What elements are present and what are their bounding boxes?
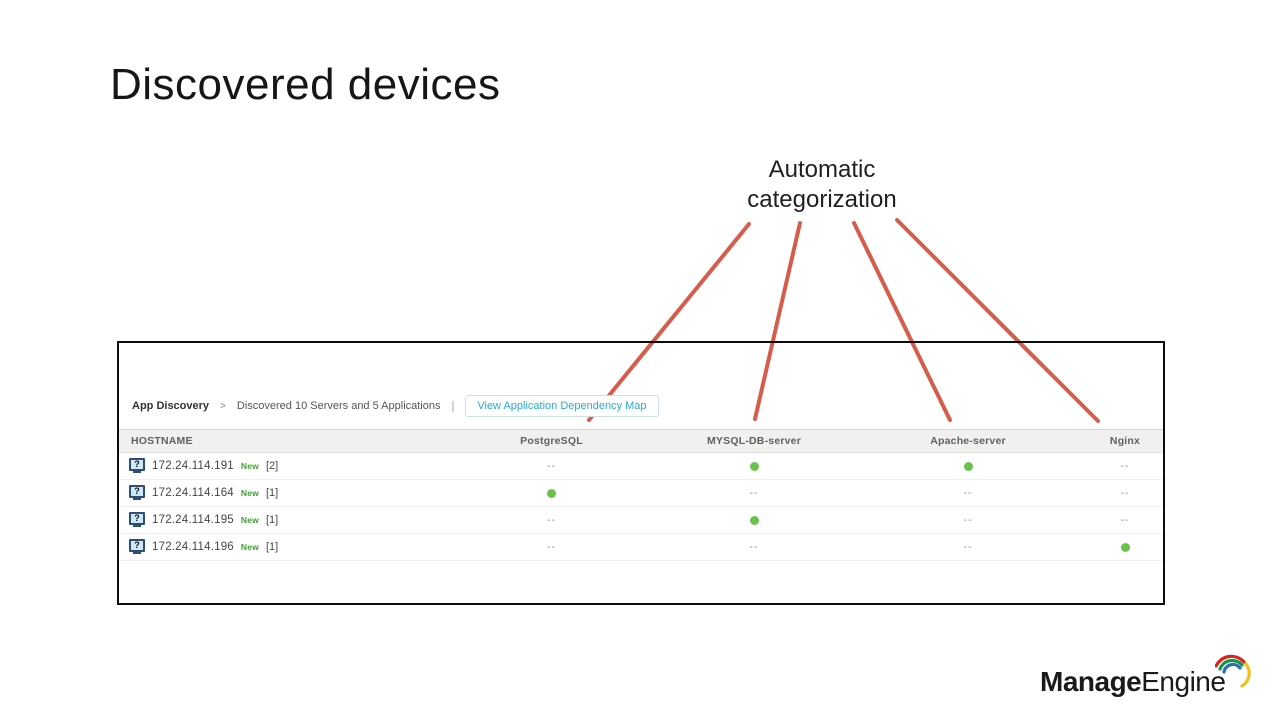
manageengine-swirl-icon <box>1215 654 1252 688</box>
column-header-nginx: Nginx <box>1087 429 1163 453</box>
breadcrumb-app-discovery[interactable]: App Discovery <box>132 400 210 412</box>
app-count: [2] <box>265 460 279 472</box>
app-status: -- <box>1120 488 1130 499</box>
new-badge: New <box>240 488 259 498</box>
app-status <box>547 488 556 498</box>
page-title: Discovered devices <box>110 60 501 109</box>
device-ip[interactable]: 172.24.114.196 <box>152 541 234 553</box>
new-badge: New <box>240 542 259 552</box>
device-ip[interactable]: 172.24.114.195 <box>152 514 234 526</box>
table-row[interactable]: ? 172.24.114.191 New [2] -- -- <box>119 452 1163 480</box>
unknown-device-icon: ? <box>129 512 145 527</box>
hostname-cell: ? 172.24.114.191 New [2] <box>119 452 444 480</box>
app-count: [1] <box>265 487 279 499</box>
logo-text-engine: Engine <box>1141 666 1226 697</box>
app-status <box>749 515 759 525</box>
app-status: -- <box>547 542 556 553</box>
status-cell-postgresql: -- <box>444 506 659 534</box>
status-cell-mysql: -- <box>659 533 849 561</box>
app-status: -- <box>963 542 973 553</box>
view-dependency-map-button[interactable]: View Application Dependency Map <box>465 395 659 417</box>
status-cell-nginx <box>1087 533 1163 561</box>
breadcrumb-divider: | <box>451 400 455 412</box>
status-cell-apache: -- <box>849 479 1087 507</box>
status-cell-apache: -- <box>849 533 1087 561</box>
breadcrumb: App Discovery > Discovered 10 Servers an… <box>132 394 659 418</box>
new-badge: New <box>240 461 259 471</box>
app-status <box>1120 542 1130 552</box>
hostname-cell: ? 172.24.114.196 New [1] <box>119 533 444 561</box>
app-status: -- <box>749 488 759 499</box>
device-ip[interactable]: 172.24.114.191 <box>152 460 234 472</box>
status-cell-nginx: -- <box>1087 479 1163 507</box>
column-header-postgresql: PostgreSQL <box>444 429 659 453</box>
unknown-device-icon: ? <box>129 458 145 473</box>
new-badge: New <box>240 515 259 525</box>
column-header-mysql-db-server: MYSQL-DB-server <box>659 429 849 453</box>
app-status: -- <box>547 515 556 526</box>
status-cell-postgresql <box>444 479 659 507</box>
column-header-apache-server: Apache-server <box>849 429 1087 453</box>
annotation-line-1: Automatic <box>768 156 876 183</box>
app-status <box>963 461 973 471</box>
column-header-hostname: HOSTNAME <box>119 429 444 453</box>
app-count: [1] <box>265 514 279 526</box>
table-header-row: HOSTNAME PostgreSQL MYSQL-DB-server Apac… <box>119 429 1163 453</box>
hostname-cell: ? 172.24.114.195 New [1] <box>119 506 444 534</box>
discovered-devices-table: HOSTNAME PostgreSQL MYSQL-DB-server Apac… <box>119 429 1163 561</box>
status-cell-mysql <box>659 452 849 480</box>
table-row[interactable]: ? 172.24.114.164 New [1] -- -- -- <box>119 479 1163 507</box>
breadcrumb-summary: Discovered 10 Servers and 5 Applications <box>236 400 441 412</box>
unknown-device-icon: ? <box>129 539 145 554</box>
table-row[interactable]: ? 172.24.114.196 New [1] -- -- -- <box>119 533 1163 561</box>
logo-text-manage: Manage <box>1040 666 1142 697</box>
app-status: -- <box>1120 515 1130 526</box>
app-status: -- <box>963 488 973 499</box>
table-row[interactable]: ? 172.24.114.195 New [1] -- -- -- <box>119 506 1163 534</box>
status-cell-mysql: -- <box>659 479 849 507</box>
status-cell-apache: -- <box>849 506 1087 534</box>
app-count: [1] <box>265 541 279 553</box>
unknown-device-icon: ? <box>129 485 145 500</box>
app-status: -- <box>1120 461 1130 472</box>
annotation-automatic-categorization: Automatic categorization <box>672 155 972 215</box>
app-status <box>749 461 759 471</box>
annotation-line-2: categorization <box>747 186 897 213</box>
status-cell-nginx: -- <box>1087 506 1163 534</box>
status-cell-mysql <box>659 506 849 534</box>
breadcrumb-separator: > <box>220 400 226 412</box>
device-ip[interactable]: 172.24.114.164 <box>152 487 234 499</box>
hostname-cell: ? 172.24.114.164 New [1] <box>119 479 444 507</box>
manageengine-logo: ManageEngine <box>1040 654 1252 698</box>
status-cell-apache <box>849 452 1087 480</box>
app-status: -- <box>547 461 556 472</box>
app-status: -- <box>749 542 759 553</box>
app-status: -- <box>963 515 973 526</box>
status-cell-postgresql: -- <box>444 452 659 480</box>
status-cell-nginx: -- <box>1087 452 1163 480</box>
app-discovery-panel: App Discovery > Discovered 10 Servers an… <box>117 341 1165 605</box>
status-cell-postgresql: -- <box>444 533 659 561</box>
